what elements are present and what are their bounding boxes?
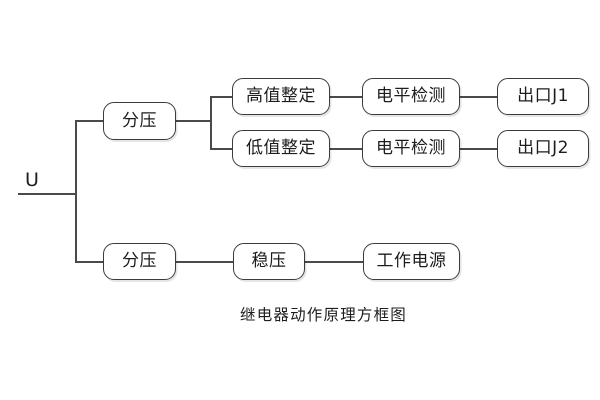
- node-divider-bottom-label: 分压: [122, 251, 157, 271]
- wire-high-set-to-level-1: [330, 96, 362, 98]
- node-output-j2-label: 出口J2: [517, 138, 569, 158]
- wire-fork-to-high-set: [210, 96, 233, 98]
- node-work-power-label: 工作电源: [376, 251, 447, 271]
- wire-level-1-to-output-j1: [460, 96, 498, 98]
- wire-trunk-to-divider-top: [75, 120, 104, 122]
- node-level-detect-1-label: 电平检测: [376, 86, 446, 106]
- diagram-caption: 继电器动作原理方框图: [240, 306, 408, 324]
- node-low-set[interactable]: 低值整定: [232, 130, 330, 167]
- wire-regulator-to-work-power: [305, 261, 363, 263]
- wire-fork-to-low-set: [210, 148, 233, 150]
- wire-trunk-to-divider-bottom: [75, 261, 104, 263]
- node-high-set-label: 高值整定: [246, 86, 316, 106]
- wire-fork-vertical: [210, 96, 212, 150]
- node-regulator-label: 稳压: [251, 251, 287, 271]
- wire-divider-top-to-fork: [176, 120, 212, 122]
- wire-input-feed: [18, 193, 76, 195]
- node-high-set[interactable]: 高值整定: [232, 78, 330, 115]
- node-output-j1[interactable]: 出口J1: [497, 78, 589, 115]
- node-level-detect-2-label: 电平检测: [376, 138, 446, 158]
- node-regulator[interactable]: 稳压: [233, 243, 305, 280]
- wire-main-trunk: [75, 121, 77, 263]
- wire-low-set-to-level-2: [330, 148, 362, 150]
- wire-divider-bottom-to-regulator: [176, 261, 233, 263]
- node-output-j2[interactable]: 出口J2: [497, 130, 589, 167]
- node-level-detect-2[interactable]: 电平检测: [362, 130, 460, 167]
- wire-level-2-to-output-j2: [460, 148, 498, 150]
- node-work-power[interactable]: 工作电源: [363, 243, 460, 280]
- node-level-detect-1[interactable]: 电平检测: [362, 78, 460, 115]
- node-divider-top-label: 分压: [122, 110, 157, 131]
- node-divider-bottom[interactable]: 分压: [103, 243, 176, 280]
- input-voltage-label: U: [25, 169, 39, 191]
- node-low-set-label: 低值整定: [246, 138, 316, 158]
- node-output-j1-label: 出口J1: [517, 86, 569, 106]
- node-divider-top[interactable]: 分压: [103, 102, 176, 140]
